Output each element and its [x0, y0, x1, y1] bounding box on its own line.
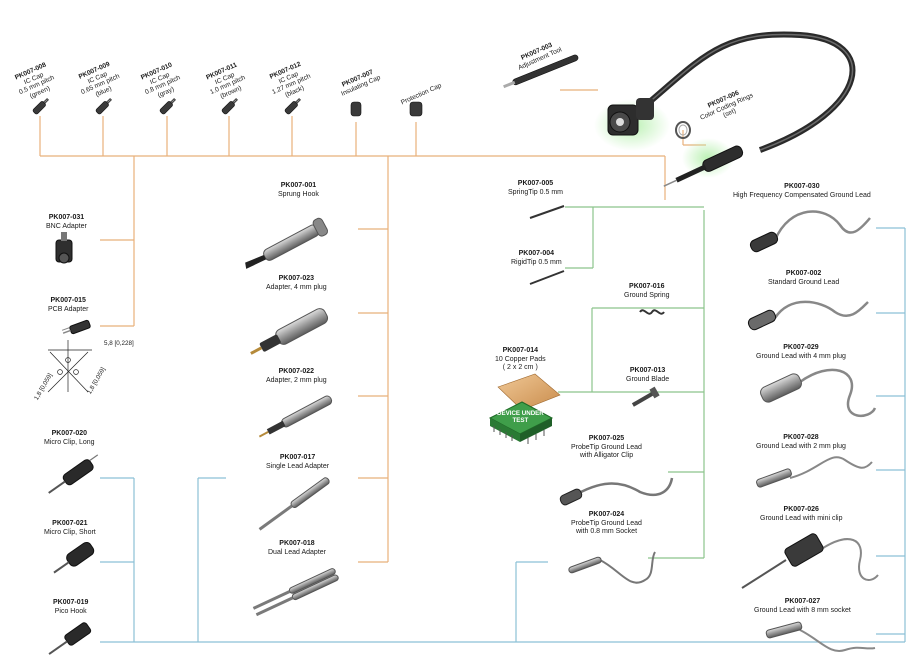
ground-lead-8mm-socket-icon[interactable]: [765, 621, 876, 652]
insulating-cap-icon[interactable]: [350, 101, 362, 117]
ic-cap-green-icon[interactable]: [32, 97, 50, 115]
label-pcb-adapter: PK007-015 PCB Adapter: [48, 297, 89, 313]
rigidtip-icon[interactable]: [529, 270, 565, 285]
pcb-dim-width: 5,8 [0,228]: [104, 340, 134, 347]
ic-cap-black-icon[interactable]: [284, 97, 302, 115]
micro-clip-long-icon[interactable]: [45, 452, 103, 497]
label-adapter-4mm: PK007-023 Adapter, 4 mm plug: [266, 275, 327, 291]
ic-cap-icons: [32, 97, 423, 117]
label-standard-ground-lead: PK007-002 Standard Ground Lead: [768, 270, 840, 286]
adapter-2mm-plug-icon[interactable]: [257, 395, 333, 441]
micro-clip-short-icon[interactable]: [50, 541, 96, 579]
ground-blade-icon[interactable]: [630, 386, 660, 410]
orange-connector-lines: [39, 89, 706, 563]
label-bnc-adapter: PK007-031 BNC Adapter: [46, 214, 87, 230]
label-ground-lead-8mm-socket: PK007-027 Ground Lead with 8 mm socket: [754, 598, 851, 614]
springtip-icon[interactable]: [529, 205, 565, 219]
device-under-test-label: DEVICE UNDER TEST: [497, 410, 544, 424]
ground-lead-2mm-plug-icon[interactable]: [756, 456, 873, 488]
label-ground-lead-mini-clip: PK007-026 Ground Lead with mini clip: [760, 506, 843, 522]
blue-connector-lines: [100, 227, 906, 643]
probetip-socket-lead-icon[interactable]: [568, 551, 656, 584]
label-micro-clip-long: PK007-020 Micro Clip, Long: [44, 430, 95, 446]
label-sprung-hook: PK007-001 Sprung Hook: [278, 182, 319, 198]
protection-cap-icon[interactable]: [409, 101, 423, 117]
label-probetip-socket: PK007-024 ProbeTip Ground Lead with 0.8 …: [571, 511, 642, 536]
probe-head-icon: [663, 145, 744, 187]
oscilloscope-probe-image: [594, 31, 856, 187]
color-coding-ring-icon[interactable]: [675, 121, 691, 139]
adapter-4mm-plug-icon[interactable]: [247, 307, 330, 361]
label-adapter-2mm: PK007-022 Adapter, 2 mm plug: [266, 368, 327, 384]
device-under-test-icon: [488, 401, 554, 444]
label-dual-lead-adapter: PK007-018 Dual Lead Adapter: [268, 540, 326, 556]
ground-lead-mini-clip-icon[interactable]: [741, 532, 879, 589]
ic-cap-brown-icon[interactable]: [221, 97, 239, 115]
ground-spring-icon[interactable]: [639, 309, 665, 315]
label-probetip-alligator: PK007-025 ProbeTip Ground Lead with Alli…: [571, 435, 642, 460]
dual-lead-adapter-icon[interactable]: [252, 568, 339, 618]
hf-compensated-ground-lead-icon[interactable]: [749, 210, 871, 253]
copper-pads-icon[interactable]: [497, 373, 561, 411]
green-connector-lines: [558, 206, 705, 559]
single-lead-adapter-icon[interactable]: [257, 477, 330, 533]
label-ground-lead-2mm: PK007-028 Ground Lead with 2 mm plug: [756, 434, 846, 450]
label-micro-clip-short: PK007-021 Micro Clip, Short: [44, 520, 96, 536]
label-single-lead-adapter: PK007-017 Single Lead Adapter: [266, 454, 330, 470]
bnc-connector-icon: [607, 98, 654, 136]
adjustment-tool-icon[interactable]: [503, 54, 579, 90]
label-ground-spring: PK007-016 Ground Spring: [624, 283, 670, 299]
label-springtip: PK007-005 SpringTip 0.5 mm: [508, 180, 563, 196]
ground-lead-4mm-plug-icon[interactable]: [759, 368, 877, 417]
bnc-adapter-icon[interactable]: [55, 232, 73, 264]
pcb-adapter-icon[interactable]: [61, 319, 91, 337]
pcb-footprint-diagram: [47, 340, 92, 393]
probetip-alligator-lead-icon[interactable]: [559, 477, 674, 506]
label-pico-hook: PK007-019 Pico Hook: [53, 599, 89, 615]
pico-hook-icon[interactable]: [46, 622, 92, 659]
label-ground-blade: PK007-013 Ground Blade: [626, 367, 670, 383]
standard-ground-lead-icon[interactable]: [747, 300, 869, 331]
label-rigidtip: PK007-004 RigidTip 0.5 mm: [511, 250, 562, 266]
label-hf-ground-lead: PK007-030 High Frequency Compensated Gro…: [733, 183, 871, 199]
label-copper-pads: PK007-014 10 Copper Pads ( 2 x 2 cm ): [495, 347, 546, 372]
ic-cap-gray-icon[interactable]: [159, 97, 177, 115]
label-ground-lead-4mm: PK007-029 Ground Lead with 4 mm plug: [756, 344, 846, 360]
ic-cap-blue-icon[interactable]: [95, 97, 113, 115]
sprung-hook-icon[interactable]: [241, 217, 329, 275]
